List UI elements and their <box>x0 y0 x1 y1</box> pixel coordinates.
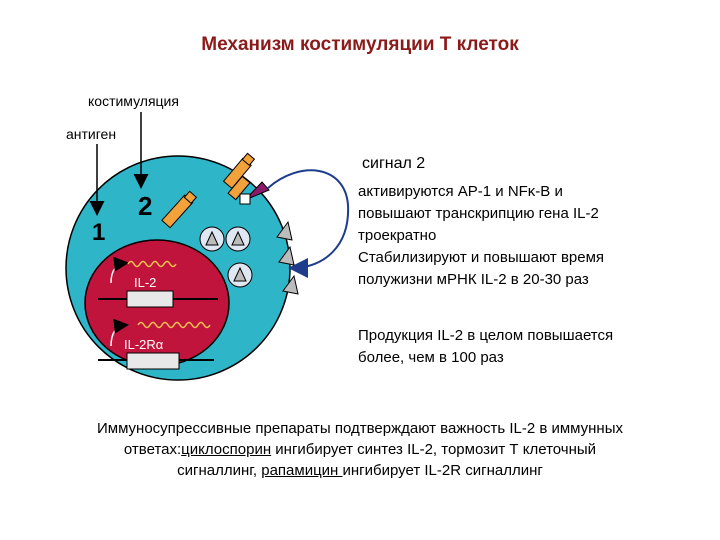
effect-line: более, чем в 100 раз <box>358 349 504 366</box>
production-block: Продукция IL-2 в целом повышается более,… <box>358 325 703 369</box>
signal-2-heading: сигнал 2 <box>362 155 426 172</box>
costimulation-label: костимуляция <box>88 93 179 109</box>
il2r-label: IL-2Rα <box>124 337 164 352</box>
effects-block: активируются АР-1 и NFκ-B и повышают тра… <box>358 181 703 291</box>
conclusion-line: Иммуносупрессивные препараты подтверждаю… <box>96 420 624 437</box>
conclusion-line: ответах:циклоспорин ингибирует синтез IL… <box>123 441 597 458</box>
rapamycin-link: рапамицин <box>261 462 343 479</box>
receptor-cd28 <box>161 190 198 229</box>
conclusion-text: Иммуносупрессивные препараты подтверждаю… <box>30 418 690 481</box>
page-title: Механизм костимуляции Т клеток <box>201 34 519 55</box>
effect-line: Стабилизируют и повышают время <box>358 249 605 266</box>
effect-line: троекратно <box>358 227 437 244</box>
secreted-il2 <box>276 220 299 295</box>
cyclosporin-link: циклоспорин <box>181 441 272 458</box>
vesicles <box>199 226 253 288</box>
il2-label: IL-2 <box>134 275 156 290</box>
effect-line: Продукция IL-2 в целом повышается <box>358 327 614 344</box>
signal-1-label: 1 <box>92 219 105 246</box>
receptor-b7 <box>222 152 270 205</box>
signal-2-label: 2 <box>138 191 152 221</box>
effect-line: активируются АР-1 и NFκ-B и <box>358 183 563 200</box>
effect-line: повышают транскрипцию гена IL-2 <box>358 205 599 222</box>
signal-2-arrow <box>267 169 350 278</box>
effect-line: полужизни мРНК IL-2 в 20-30 раз <box>358 271 589 288</box>
conclusion-line: сигналлинг, рапамицин ингибирует IL-2R с… <box>177 462 543 479</box>
il2r-gene: IL-2Rα <box>98 318 214 370</box>
il2-gene: IL-2 <box>98 256 218 308</box>
antigen-label: антиген <box>66 126 117 142</box>
